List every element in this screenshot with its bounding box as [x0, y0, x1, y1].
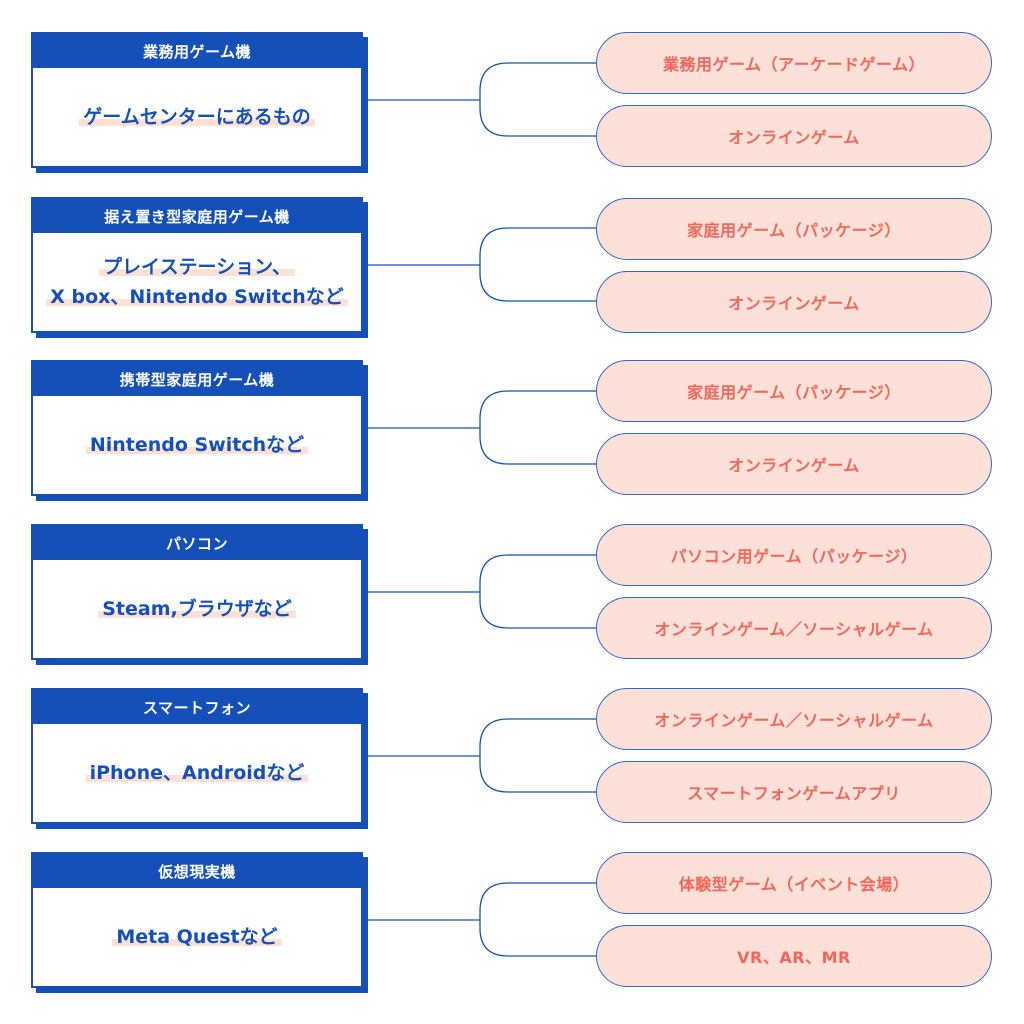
connector-path: [368, 227, 598, 302]
game-type-pill: スマートフォンゲームアプリ: [596, 761, 992, 823]
game-type-pill: オンラインゲーム／ソーシャルゲーム: [596, 597, 992, 659]
connector-path: [368, 390, 598, 465]
device-box: 仮想現実機 Meta Questなど: [31, 852, 363, 988]
game-type-pill: 家庭用ゲーム（パッケージ）: [596, 360, 992, 422]
device-example: プレイステーション、 X box、Nintendo Switchなど: [46, 252, 348, 312]
device-example-area: ゲームセンターにあるもの: [33, 68, 361, 166]
game-type-pill: 体験型ゲーム（イベント会場）: [596, 852, 992, 914]
device-box: スマートフォン iPhone、Androidなど: [31, 688, 363, 824]
device-example-line: プレイステーション、: [99, 256, 295, 278]
device-example-line: Nintendo Switchなど: [85, 434, 309, 456]
game-type-pill: 業務用ゲーム（アーケードゲーム）: [596, 32, 992, 94]
device-box: 据え置き型家庭用ゲーム機 プレイステーション、 X box、Nintendo S…: [31, 197, 363, 333]
device-category-header: 仮想現実機: [33, 854, 361, 888]
device-category-header: 据え置き型家庭用ゲーム機: [33, 199, 361, 233]
device-category-header: 業務用ゲーム機: [33, 34, 361, 68]
device-example-area: Meta Questなど: [33, 888, 361, 986]
device-example: iPhone、Androidなど: [85, 758, 309, 788]
game-type-pill: オンラインゲーム／ソーシャルゲーム: [596, 688, 992, 750]
device-example-line: X box、Nintendo Switchなど: [46, 286, 348, 308]
connector-path: [368, 882, 598, 957]
device-box: パソコン Steam,ブラウザなど: [31, 524, 363, 660]
device-example: ゲームセンターにあるもの: [79, 102, 315, 132]
device-example: Steam,ブラウザなど: [98, 594, 296, 624]
device-example-line: ゲームセンターにあるもの: [79, 106, 315, 128]
game-type-pill: 家庭用ゲーム（パッケージ）: [596, 198, 992, 260]
device-example-area: iPhone、Androidなど: [33, 724, 361, 822]
device-box: 業務用ゲーム機 ゲームセンターにあるもの: [31, 32, 363, 168]
device-box: 携帯型家庭用ゲーム機 Nintendo Switchなど: [31, 360, 363, 496]
connector-path: [368, 718, 598, 793]
device-example: Meta Questなど: [112, 922, 282, 952]
connector-path: [368, 62, 598, 137]
device-example-line: iPhone、Androidなど: [85, 762, 309, 784]
device-example-area: プレイステーション、 X box、Nintendo Switchなど: [33, 233, 361, 331]
device-example-line: Steam,ブラウザなど: [98, 598, 296, 620]
connector-path: [368, 554, 598, 629]
device-category-header: パソコン: [33, 526, 361, 560]
game-type-pill: オンラインゲーム: [596, 433, 992, 495]
device-example: Nintendo Switchなど: [85, 430, 309, 460]
device-category-header: スマートフォン: [33, 690, 361, 724]
device-example-line: Meta Questなど: [112, 926, 282, 948]
game-type-pill: オンラインゲーム: [596, 271, 992, 333]
game-type-pill: パソコン用ゲーム（パッケージ）: [596, 524, 992, 586]
game-type-pill: VR、AR、MR: [596, 925, 992, 987]
game-type-pill: オンラインゲーム: [596, 105, 992, 167]
device-category-header: 携帯型家庭用ゲーム機: [33, 362, 361, 396]
device-example-area: Steam,ブラウザなど: [33, 560, 361, 658]
device-example-area: Nintendo Switchなど: [33, 396, 361, 494]
